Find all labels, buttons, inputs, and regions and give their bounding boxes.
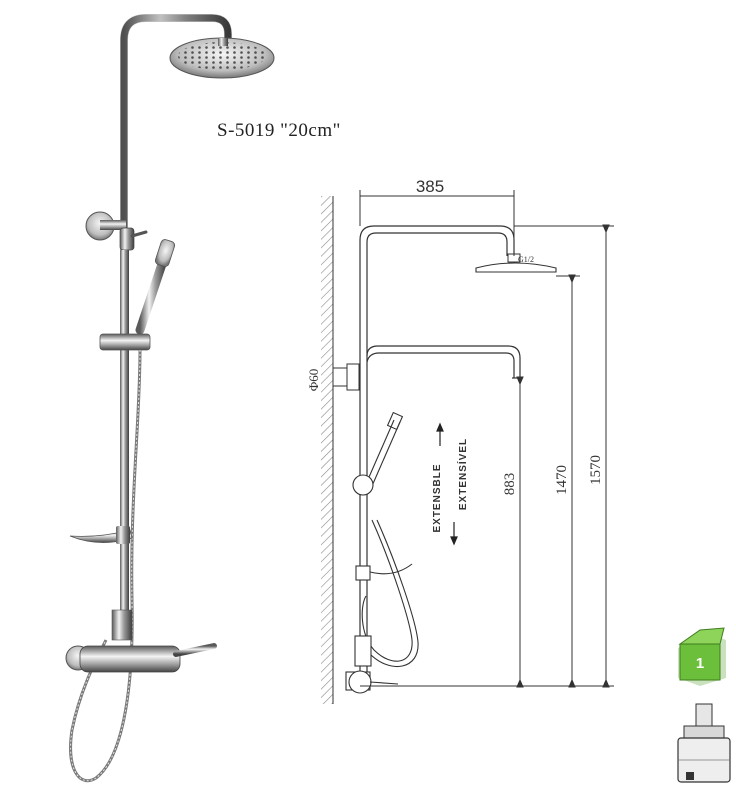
extensible-label-pt: EXTENSÍVEL <box>456 438 469 510</box>
height-1470: 1470 <box>554 465 570 495</box>
badge-number: 1 <box>696 655 704 672</box>
model-label: S-5019 "20cm" <box>217 120 341 141</box>
hand-shower <box>135 239 176 335</box>
shower-photo <box>65 14 275 783</box>
thermostatic-mixer <box>65 609 217 673</box>
extensible-label-es: EXTENSBLE <box>432 463 443 532</box>
wall-hatching <box>321 196 333 704</box>
thread-label: G1/2 <box>518 255 534 264</box>
width-dimension: 385 <box>416 177 444 196</box>
cartridge-badge: 1 <box>678 627 726 686</box>
height-883: 883 <box>502 473 518 496</box>
ceramic-cartridge-icon <box>677 703 731 783</box>
rain-shower-head <box>169 37 275 79</box>
wall-bracket <box>85 211 126 241</box>
soap-dish <box>69 526 133 544</box>
badge-box <box>679 643 721 681</box>
height-1570: 1570 <box>588 455 604 485</box>
technical-drawing: G1/2 Φ60 <box>306 177 614 704</box>
diameter-label: Φ60 <box>306 369 321 392</box>
